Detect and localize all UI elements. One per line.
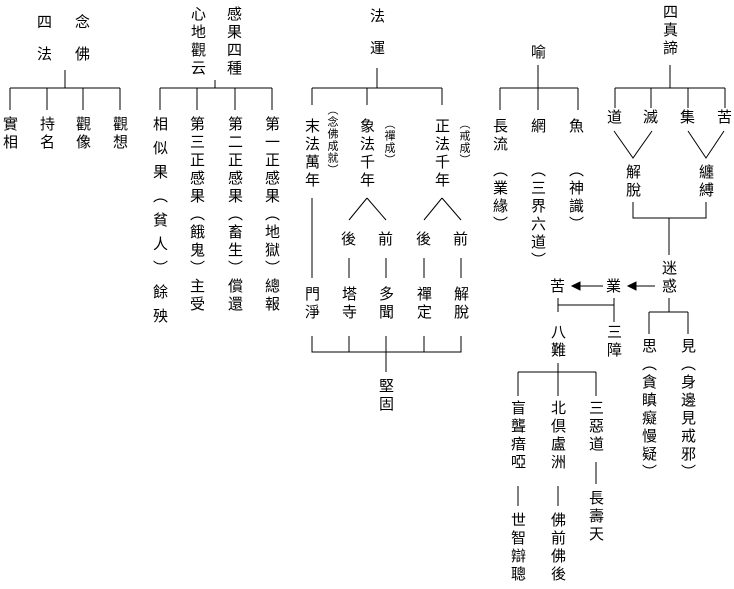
fayun-xiangfa-front: 前 <box>378 230 394 248</box>
ganguo-item-3: 第三正感果（餓鬼）主受 <box>188 116 206 314</box>
fayun-mofa-label: 末法萬年 <box>303 118 321 190</box>
yu-item-changliu: 長流 <box>491 118 509 154</box>
nan-detail-fuqianfohou: 佛前佛後 <box>549 512 567 584</box>
fayun-result-chanding: 禪定 <box>415 286 433 322</box>
nianfo-method-guanxiang-thought: 觀想 <box>111 116 129 152</box>
flow-ku: 苦 <box>550 277 566 295</box>
ganguo-title-a: 心地觀云 <box>189 6 207 78</box>
sidi-banan: 八難 <box>549 324 567 360</box>
nianfo-method-shixiang: 實相 <box>1 116 19 152</box>
yu-item-yu: 魚 <box>567 118 585 136</box>
fayun-title: 法運 <box>368 8 386 72</box>
fayun-zhengfa-back: 後 <box>416 230 432 248</box>
sidi-si: 思（貪瞋癡慢疑） <box>640 338 658 482</box>
sidi-title: 四真諦 <box>661 4 679 58</box>
sidi-sanzhang: 三障 <box>605 324 623 360</box>
nan-detail-changshoutian: 長壽天 <box>587 490 605 544</box>
yu-item-wang-note: （三界六道） <box>529 162 547 270</box>
fayun-xiangfa-note: （禪成） <box>383 118 396 166</box>
fayun-conclusion: 堅固 <box>377 378 395 414</box>
fayun-result-duowen: 多聞 <box>377 286 395 322</box>
truth-dao: 道 <box>607 108 623 126</box>
fayun-xiangfa-label: 象法千年 <box>358 118 376 190</box>
sidi-jietuo: 解脫 <box>624 164 642 200</box>
nianfo-title-a: 四法 <box>35 14 53 78</box>
yu-item-wang: 網 <box>529 118 547 136</box>
nianfo-title-b: 念佛 <box>73 14 91 78</box>
nianfo-method-chiming: 持名 <box>38 116 56 152</box>
fayun-zhengfa-label: 正法千年 <box>433 118 451 190</box>
sidi-mihuo: 迷惑 <box>660 260 678 296</box>
nianfo-method-guanxiang-image: 觀像 <box>74 116 92 152</box>
ganguo-item-2: 第二正感果（畜生）償還 <box>226 116 244 314</box>
sidi-chanfu: 纏縛 <box>697 164 715 200</box>
nan-detail-shizhibiancong: 世智辯聰 <box>509 512 527 584</box>
fayun-xiangfa-back: 後 <box>341 230 357 248</box>
truth-mie: 滅 <box>643 108 659 126</box>
nan-item-beijuluzhou: 北倶盧洲 <box>549 400 567 472</box>
sidi-jian: 見（身邊見戒邪） <box>679 338 697 482</box>
fayun-mofa-note: （念佛成就） <box>326 104 339 176</box>
yu-item-yu-note: （神識） <box>567 162 585 234</box>
fayun-zhengfa-front: 前 <box>453 230 469 248</box>
flow-ye: 業 <box>606 277 622 295</box>
truth-ku: 苦 <box>717 108 733 126</box>
ganguo-title-b: 感果四種 <box>225 6 243 78</box>
ganguo-item-1: 第一正感果（地獄）總報 <box>263 116 281 314</box>
yu-item-changliu-note: （業緣） <box>491 162 509 234</box>
fayun-result-menjing: 門淨 <box>303 286 321 322</box>
nan-item-sanedao: 三惡道 <box>587 400 605 454</box>
fayun-result-tasi: 塔寺 <box>340 286 358 322</box>
fayun-result-jietuo: 解脫 <box>452 286 470 322</box>
nan-item-manglongyinya: 盲聾瘖啞 <box>509 400 527 472</box>
truth-ji: 集 <box>680 108 696 126</box>
yu-title: 喻 <box>529 44 547 62</box>
ganguo-item-4: 相似果（貧人）餘殃 <box>151 116 169 332</box>
fayun-zhengfa-note: （戒成） <box>458 118 471 166</box>
